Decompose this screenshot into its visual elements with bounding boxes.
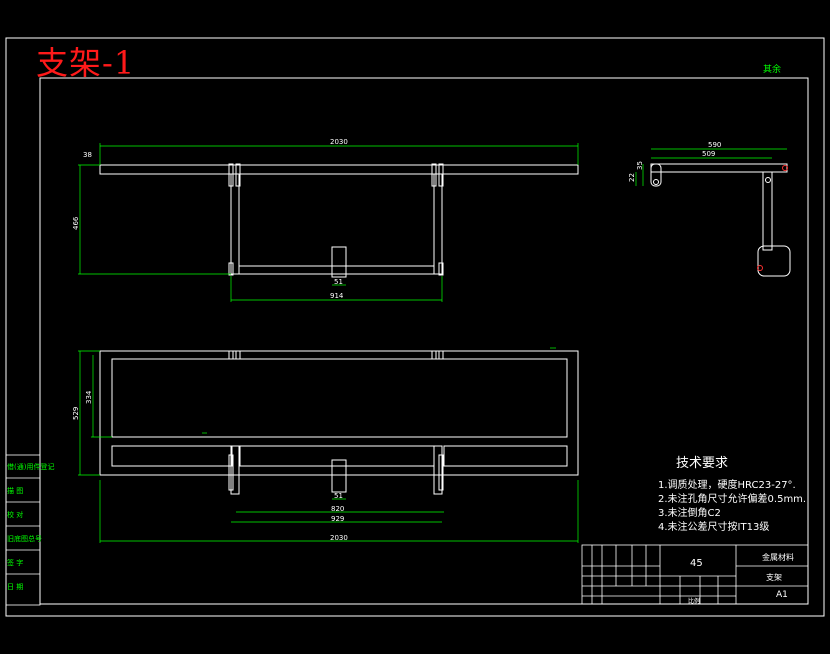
tech-requirement-4: 4.未注公差尺寸按IT13级 — [658, 522, 770, 533]
dim-bottom-small: 51 — [334, 492, 343, 500]
tech-requirement-2: 2.未注孔角尺寸允许偏差0.5mm. — [658, 494, 807, 505]
dim-top-length: 2030 — [330, 138, 348, 146]
side-label-6: 日 期 — [7, 583, 24, 591]
tech-requirements-title: 技术要求 — [676, 456, 729, 471]
dim-bottom-length: 2030 — [330, 534, 348, 542]
tech-requirement-1: 1.调质处理，硬度HRC23-27°. — [658, 480, 796, 491]
dim-bottom-inner2: 929 — [331, 515, 344, 523]
title-block — [581, 544, 809, 605]
tech-requirement-3: 3.未注倒角C2 — [658, 508, 721, 519]
dim-top-inner-width: 914 — [330, 292, 344, 300]
dim-side-h2: 22 — [628, 173, 636, 182]
roughness-label: 其余 — [763, 65, 782, 75]
top-view-dimensions — [78, 143, 579, 302]
dim-top-thickness: 38 — [83, 151, 92, 159]
dim-side-total: 590 — [708, 141, 721, 149]
outer-frame — [5, 37, 825, 617]
title-block-sheet-size: A1 — [776, 590, 788, 600]
side-label-column — [5, 454, 41, 606]
side-label-4: 旧底图总号 — [7, 535, 42, 543]
top-view — [99, 163, 579, 278]
dim-top-height: 466 — [72, 216, 80, 230]
side-view-dimensions — [635, 148, 787, 186]
bottom-view-dimensions — [78, 347, 579, 543]
inner-frame — [39, 77, 809, 605]
dim-side-h1: 35 — [636, 161, 644, 170]
side-label-2: 描 图 — [7, 487, 24, 495]
title-block-drawing-name: 支架 — [766, 573, 782, 582]
dim-bottom-inner1: 820 — [331, 505, 344, 513]
side-label-1: 借(通)用件登记 — [7, 463, 55, 471]
dim-top-small: 51 — [334, 278, 343, 286]
side-view — [650, 163, 791, 277]
side-label-3: 校 对 — [7, 511, 24, 519]
title-block-scale: 比例 — [688, 598, 701, 605]
drawing-title: 支架-1 — [36, 44, 136, 82]
dim-side-inner: 509 — [702, 150, 715, 158]
dim-bottom-height: 529 — [72, 407, 80, 420]
side-label-5: 签 字 — [7, 559, 24, 567]
dim-bottom-inner-height: 334 — [85, 390, 93, 404]
bottom-view — [99, 350, 579, 495]
title-block-material: 45 — [690, 558, 703, 569]
title-block-company: 金属材料 — [762, 553, 794, 562]
